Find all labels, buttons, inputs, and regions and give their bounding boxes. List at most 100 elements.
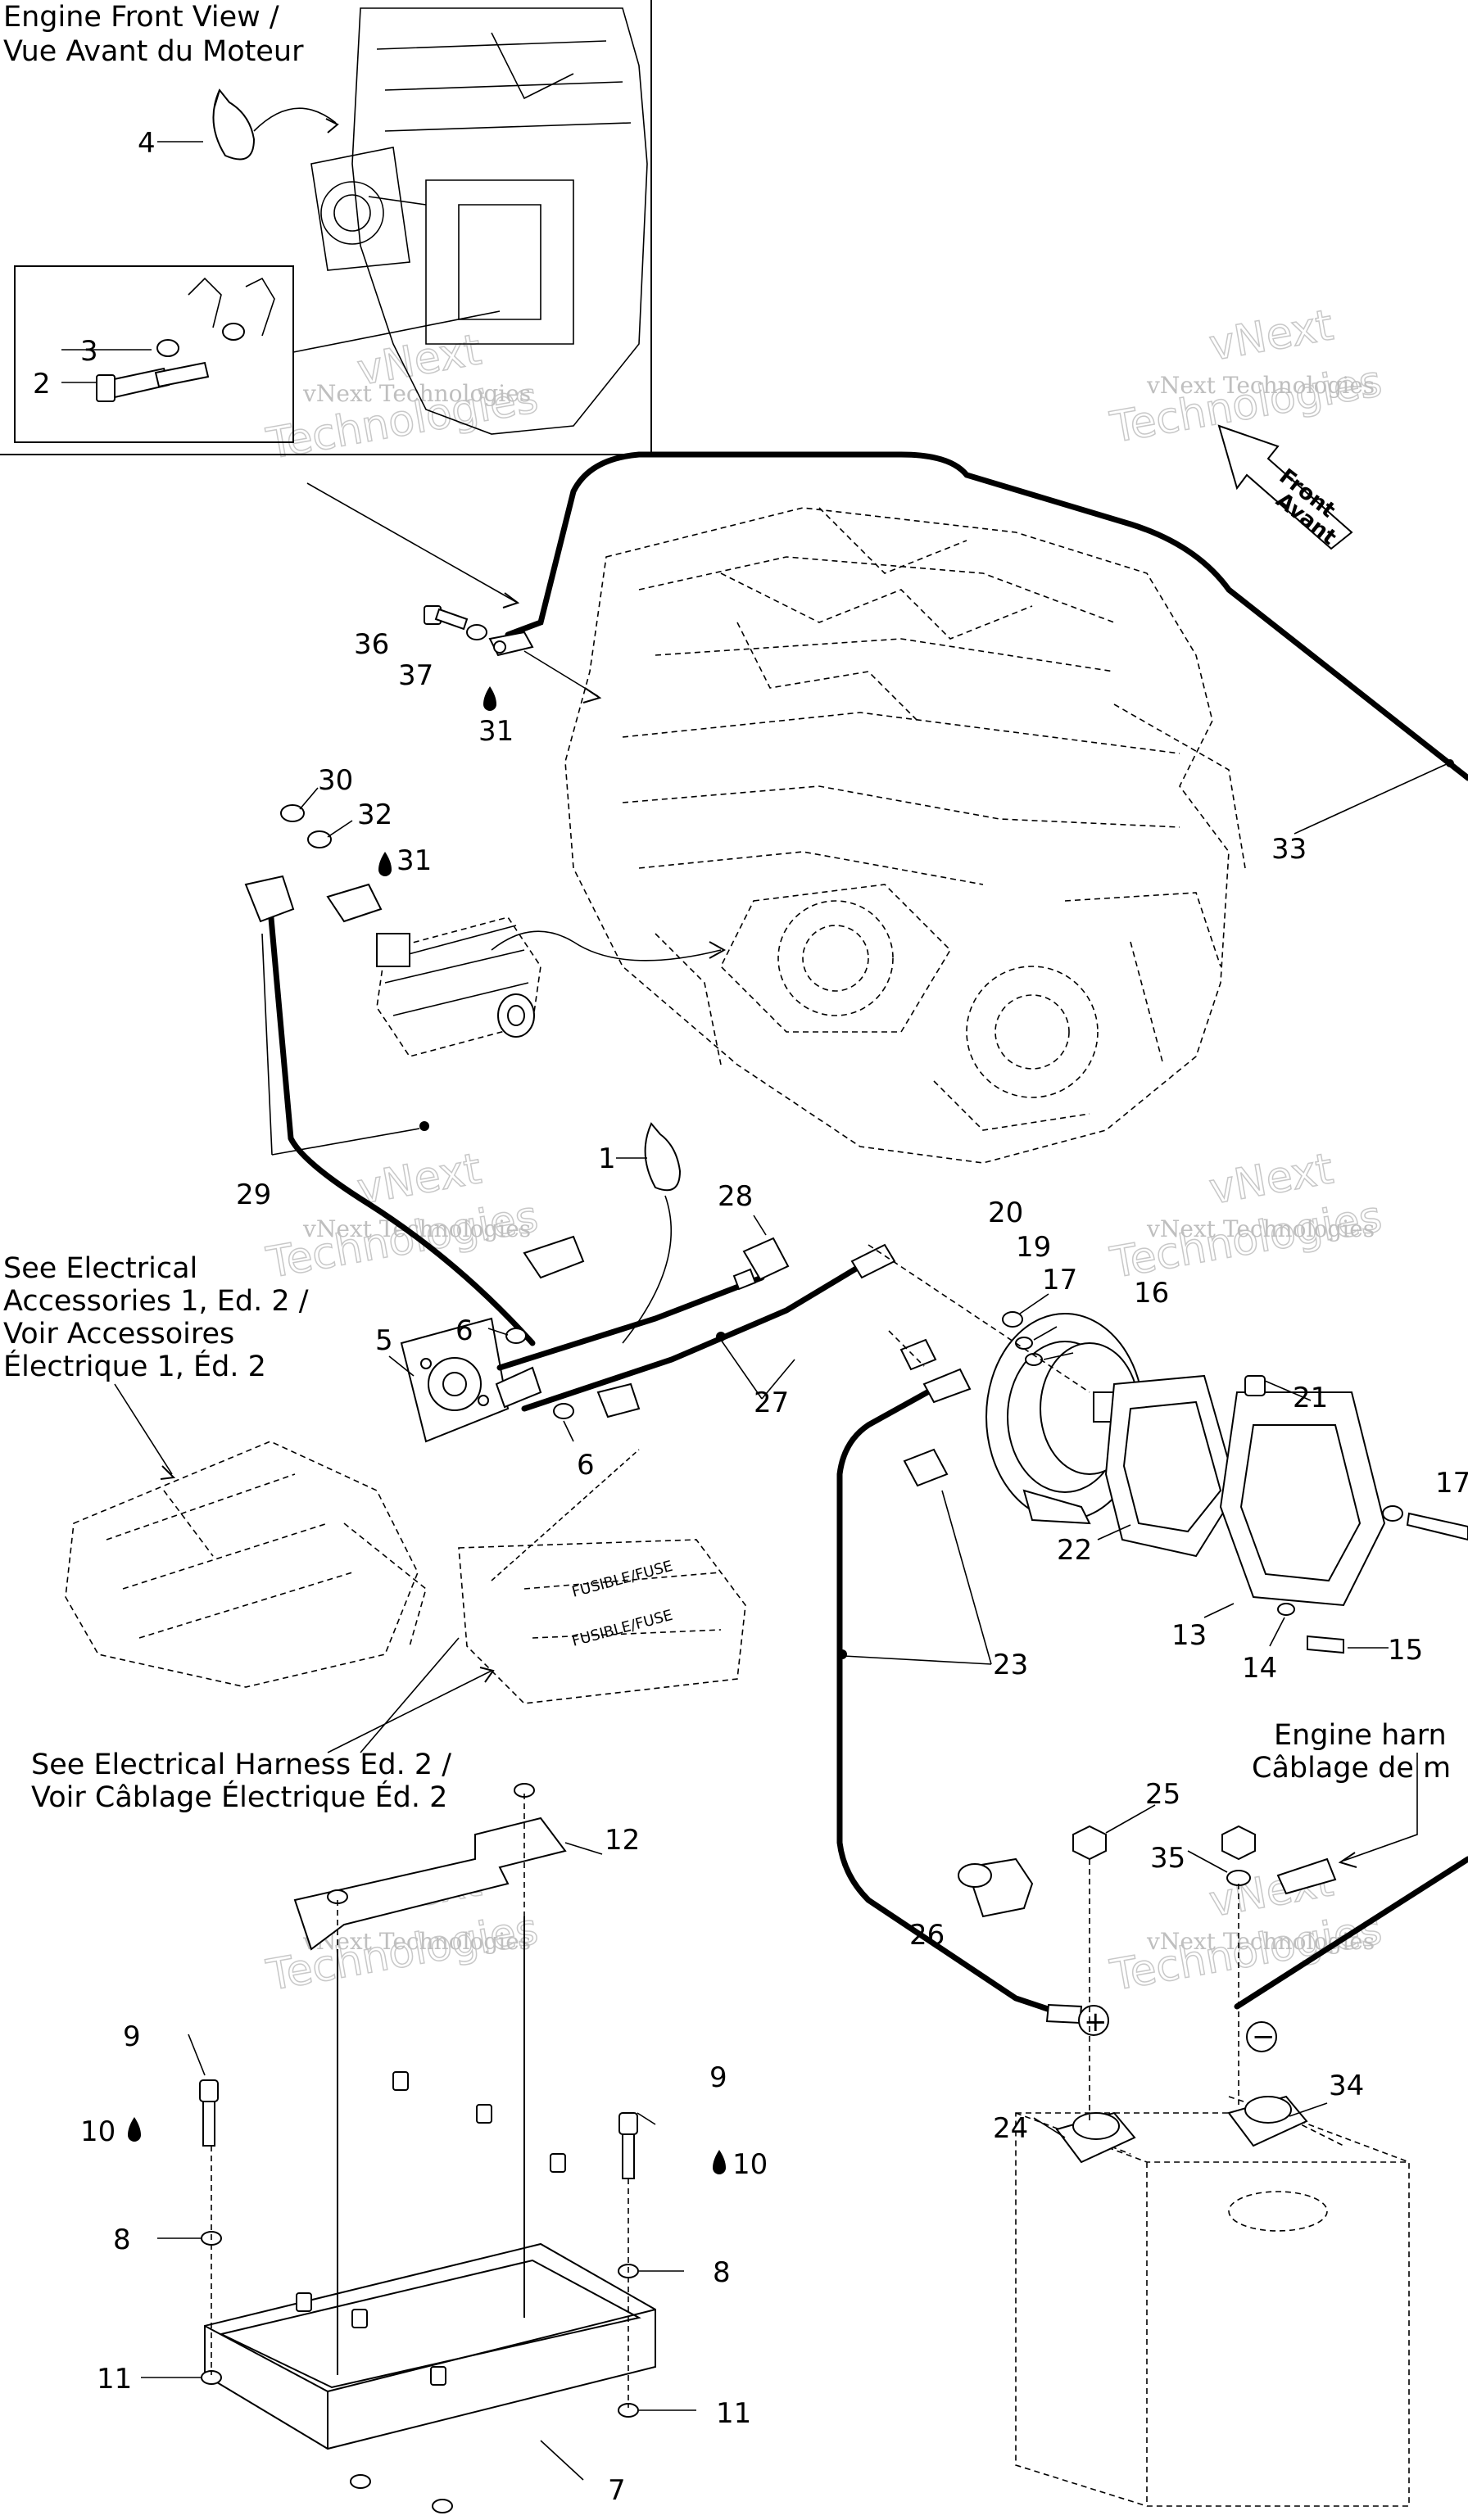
engine-harness-caption-line2: Câblage de m [1252,1752,1451,1785]
negative-sign: − [1252,2020,1275,2053]
fuse-label-1: FUSIBLE/FUSE [570,1558,675,1601]
callout-11a: 11 [97,2363,132,2396]
solenoid-to-fuse-dashed [491,1449,640,1581]
engine-front-view-inset: Engine Front View / Vue Avant du Moteur [0,0,652,455]
bushing-part-21 [1244,1375,1266,1396]
washer-part-37 [466,624,487,640]
leader-17a [1043,1352,1074,1360]
leader-13 [1203,1603,1235,1618]
bolt-upper-3 [550,2153,566,2173]
clamp-part-4 [212,88,256,161]
bolt-part-9-left [199,2079,219,2102]
bolt-upper-2 [476,2104,492,2124]
callout-17b: 17 [1435,1467,1468,1500]
cap-part-26 [958,1857,1034,1918]
callout-9a: 9 [123,2020,141,2053]
washer-part-32 [307,830,332,848]
engine-front-sketch [310,7,648,435]
accessories-caption-line1: See Electrical [3,1252,197,1285]
fastener-detail-box [14,265,294,443]
callout-33: 33 [1271,833,1307,866]
callout-1: 1 [598,1142,616,1175]
starter-motor [376,916,541,1057]
starter-to-engine-leader [491,930,722,961]
leader-22 [1097,1524,1131,1541]
bolt-lower-2 [351,2309,368,2328]
droplet-icon [128,2117,141,2142]
cap-part-23 [903,1448,949,1487]
cable-marker-29 [419,1121,429,1131]
callout-22: 22 [1057,1534,1092,1567]
leader-7 [540,2440,584,2481]
leader-20 [1019,1293,1049,1314]
leader-35 [1187,1850,1228,1873]
starter-cable-part-29 [244,875,585,1346]
callout-6a: 6 [455,1314,473,1347]
engine-harness-leader [1343,1753,1418,1862]
tray-fasteners [199,1783,639,2513]
accessories-leader [114,1383,173,1475]
washer-bottom-1 [350,2474,371,2489]
callout-8b: 8 [713,2256,731,2289]
nut-part-6-bottom [553,1403,574,1419]
callout-10a: 10 [80,2115,116,2148]
leader-25 [1105,1804,1156,1834]
callout-34: 34 [1329,2070,1364,2102]
harness-arrow-head [479,1667,495,1683]
clamp-arrow-head [325,118,339,133]
callout-30: 30 [318,764,353,797]
watermark-text: vNext Technologies [1146,1215,1375,1242]
callout-12: 12 [605,1824,640,1857]
callout-3: 3 [80,335,98,368]
cable-arrow-head [582,687,602,704]
washer-part-3 [156,323,245,357]
callout-13: 13 [1171,1619,1207,1652]
bolt-part-36 [424,605,469,631]
clamp-arrow-leader [253,107,337,132]
engine-harness-caption-line1: Engine harn [1274,1719,1447,1752]
callout-7: 7 [608,2474,626,2507]
engine-harness-arrow-head [1338,1852,1357,1868]
accessory-bracket-phantom [65,1441,427,1688]
nut-part-25 [1072,1825,1107,1861]
bracket-sketch [188,277,275,337]
washer-bottom-2 [432,2499,453,2513]
leader-14 [1269,1617,1285,1647]
callout-35: 35 [1150,1842,1185,1875]
cover-plate-part-13 [1219,1391,1386,1607]
leader-19 [1033,1326,1058,1341]
callout-numbers: 4 3 2 36 37 31 30 32 31 33 29 1 28 20 19… [33,127,1468,2507]
callout-20: 20 [988,1197,1023,1229]
callout-29: 29 [236,1179,271,1211]
leader-9-right [637,2112,656,2125]
hold-down-bracket-part-12 [293,1816,567,1951]
droplet-icon [483,686,496,711]
bolt-part-2 [96,361,210,402]
stud-23-dashed [888,1330,925,1367]
battery-tray-part-7 [204,2242,656,2450]
callout-26: 26 [909,1919,945,1952]
starter-arrow-head [709,941,727,959]
negative-cable [1234,1856,1468,2010]
callout-11b: 11 [716,2397,751,2430]
leader-32 [327,820,353,838]
detail-leader [292,310,501,353]
harness-caption-line2: Voir Câblage Électrique Éd. 2 [31,1780,447,1814]
hold-down-rods [337,1916,525,2375]
callout-8a: 8 [113,2224,131,2256]
callout-23: 23 [993,1649,1028,1681]
callout-9b: 9 [709,2061,727,2094]
leader-23 [843,1490,992,1665]
leader-30 [299,787,319,810]
washer-part-11-right [618,2403,639,2418]
fuse-box-phantom [458,1539,746,1704]
watermarks: vNext Technologies vNext Technologies vN… [262,301,1386,2002]
leader-34 [1289,2102,1328,2117]
battery-cable-part-27 [495,1243,896,1418]
watermark-vnext: vNext [1206,301,1337,370]
cable-marker-23 [837,1649,847,1659]
callout-16: 16 [1134,1277,1169,1310]
fuse-label-2: FUSIBLE/FUSE [570,1607,675,1650]
callout-28: 28 [718,1180,753,1213]
